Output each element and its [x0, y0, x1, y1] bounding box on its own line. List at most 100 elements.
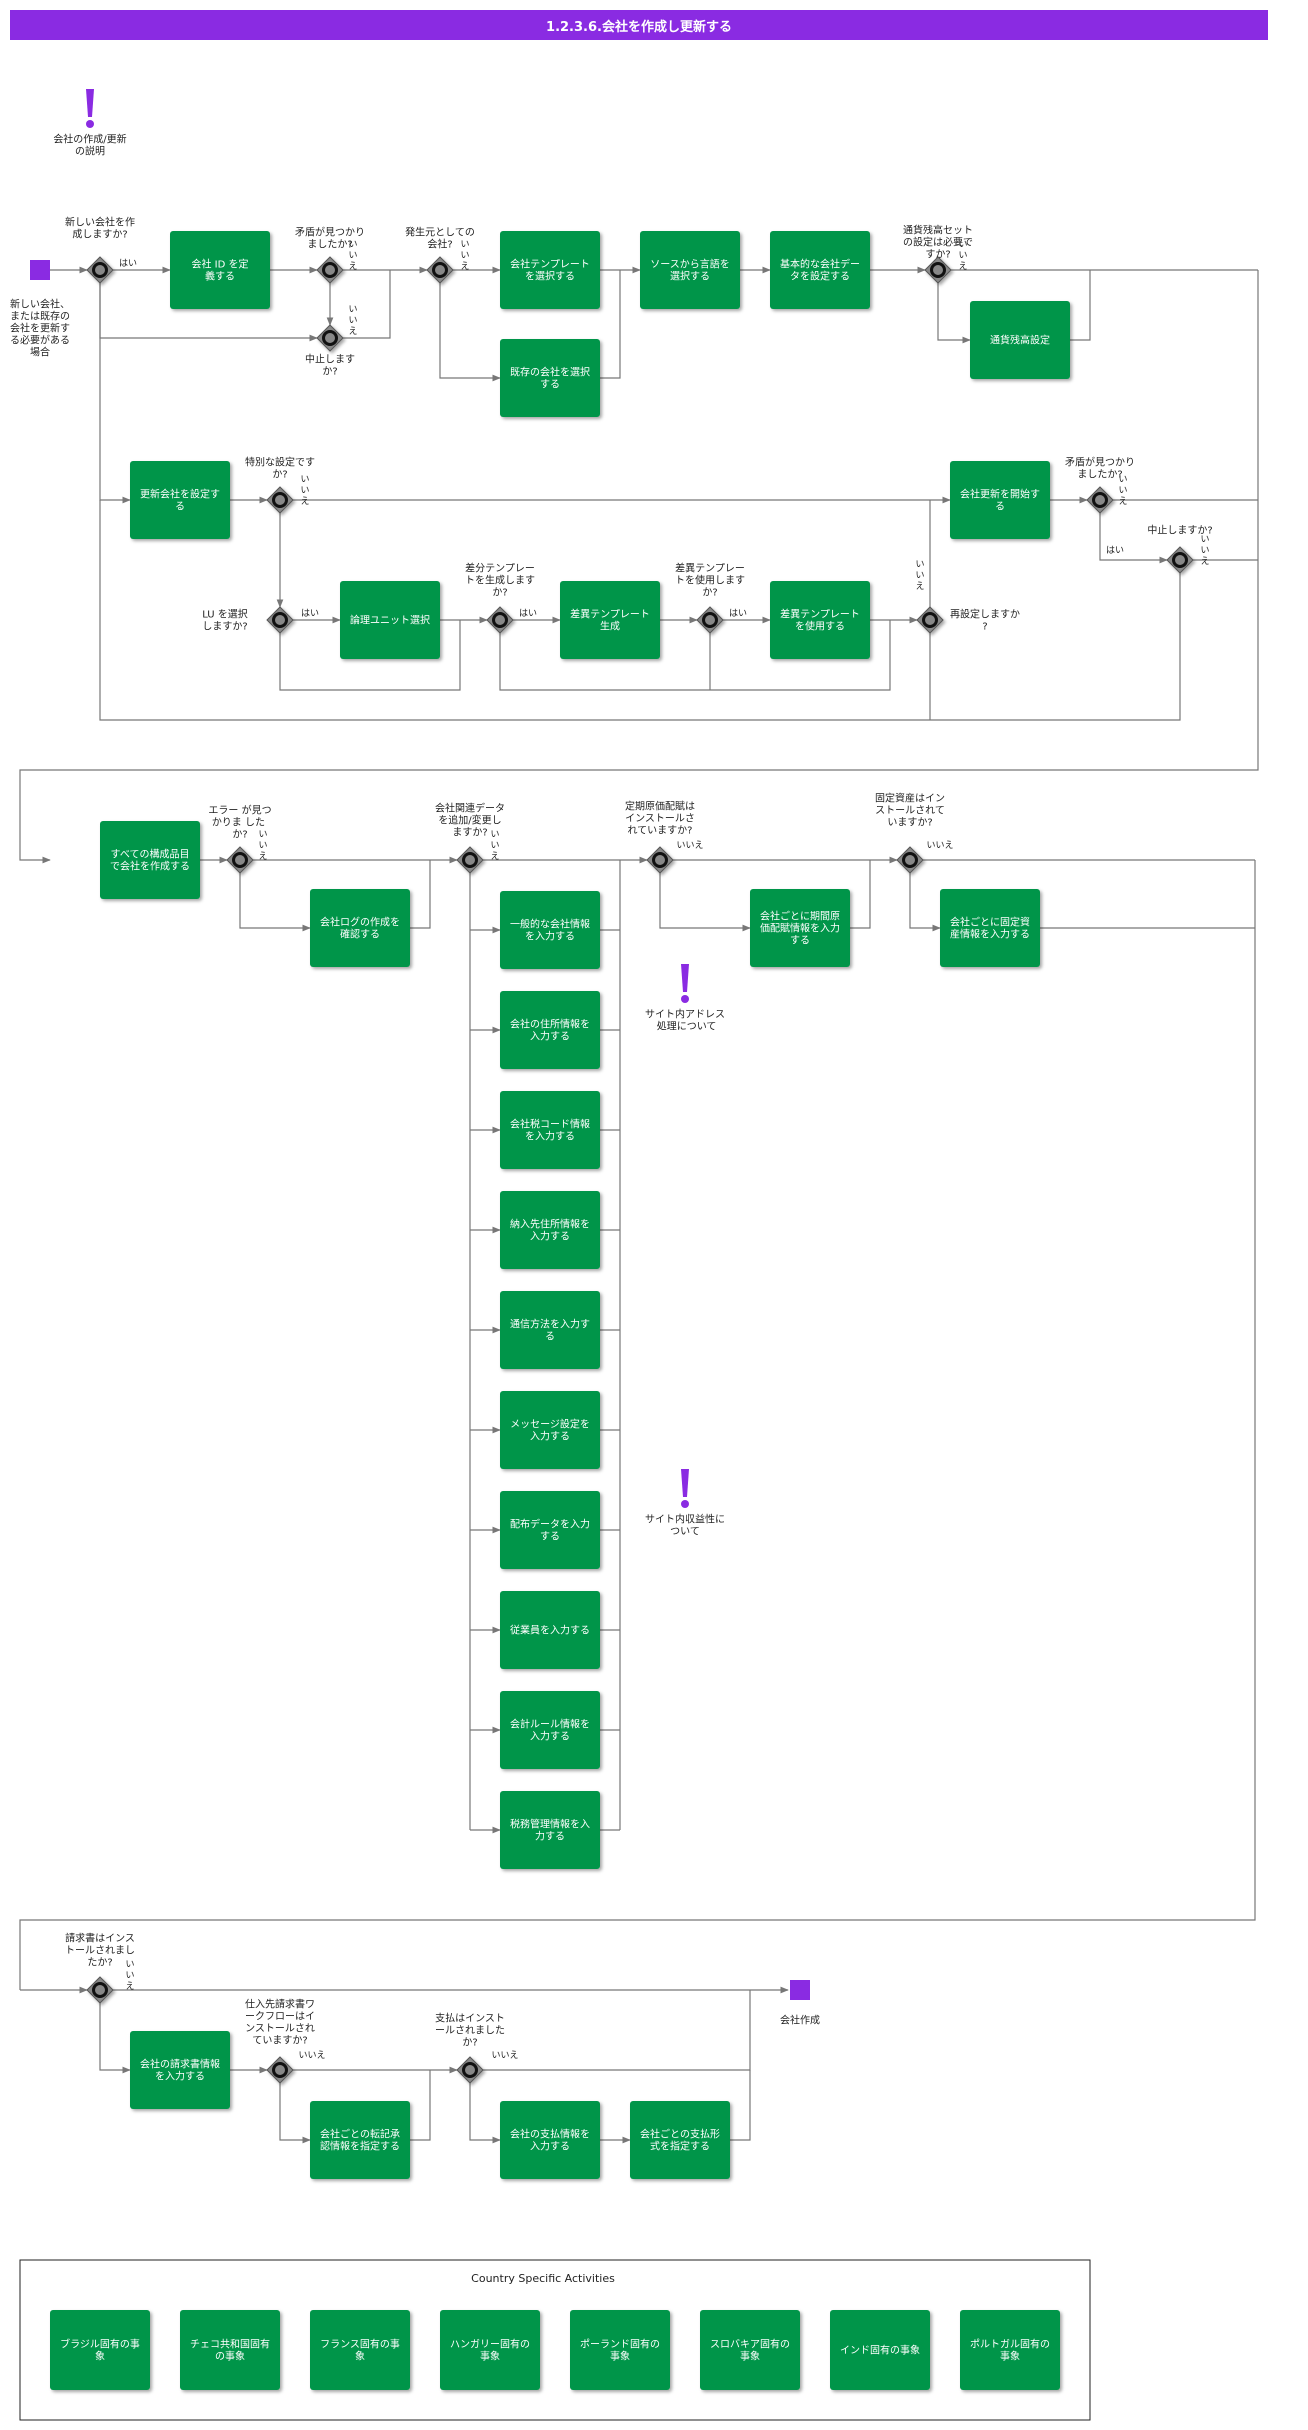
gateway-ring — [902, 852, 918, 868]
task-t_distribution[interactable]: 配布データを入力する — [500, 1491, 600, 1569]
task-t_acct_rules[interactable]: 会計ルール情報を入力する — [500, 1691, 600, 1769]
task-box[interactable] — [170, 231, 270, 309]
task-t_comm[interactable]: 通信方法を入力する — [500, 1291, 600, 1369]
gateway-label: 仕入先請求書ワークフローはインストールされていますか? — [245, 1998, 315, 2047]
task-t_address[interactable]: 会社の住所情報を入力する — [500, 991, 600, 1069]
task-box[interactable] — [640, 231, 740, 309]
task-box[interactable] — [700, 2310, 800, 2390]
task-box[interactable] — [500, 1691, 600, 1769]
task-box[interactable] — [180, 2310, 280, 2390]
task-box[interactable] — [500, 231, 600, 309]
task-t_define_id[interactable]: 会社 ID を定義する — [170, 231, 270, 309]
task-t_diff_use[interactable]: 差異テンプレートを使用する — [770, 581, 870, 659]
task-t_general[interactable]: 一般的な会社情報を入力する — [500, 891, 600, 969]
gateway-ring — [462, 852, 478, 868]
task-t_employee[interactable]: 従業員を入力する — [500, 1591, 600, 1669]
task-box[interactable] — [630, 2101, 730, 2179]
task-t_fixed_assets[interactable]: 会社ごとに固定資産情報を入力する — [940, 889, 1040, 967]
gateway-ring — [322, 330, 338, 346]
gateway-ring — [652, 852, 668, 868]
task-t_start_update[interactable]: 会社更新を開始する — [950, 461, 1050, 539]
task-box[interactable] — [500, 1491, 600, 1569]
gateway-diamond — [924, 256, 952, 284]
task-box[interactable] — [560, 581, 660, 659]
task-label: メッセージ設定を入力する — [510, 1418, 590, 1443]
country-task[interactable]: インド固有の事象 — [830, 2310, 930, 2390]
task-t_currency[interactable]: 通貨残高設定 — [970, 301, 1070, 379]
task-box[interactable] — [970, 301, 1070, 379]
country-task[interactable]: ブラジル固有の事象 — [50, 2310, 150, 2390]
task-t_check_log[interactable]: 会社ログの作成を確認する — [310, 889, 410, 967]
task-t_payment_format[interactable]: 会社ごとの支払形式を指定する — [630, 2101, 730, 2179]
task-t_create_all[interactable]: すべての構成品目で会社を作成する — [100, 821, 200, 899]
task-box[interactable] — [130, 2031, 230, 2109]
task-box[interactable] — [770, 581, 870, 659]
task-box[interactable] — [830, 2310, 930, 2390]
task-t_posting_proposal[interactable]: 会社ごとの転記承認情報を指定する — [310, 2101, 410, 2179]
exclamation-dot — [86, 120, 94, 128]
task-t_invoice[interactable]: 会社の請求書情報を入力する — [130, 2031, 230, 2109]
task-box[interactable] — [310, 889, 410, 967]
task-box[interactable] — [570, 2310, 670, 2390]
country-task[interactable]: ポーランド固有の事象 — [570, 2310, 670, 2390]
task-box[interactable] — [500, 1091, 600, 1169]
task-box[interactable] — [500, 1291, 600, 1369]
task-box[interactable] — [130, 461, 230, 539]
task-box[interactable] — [310, 2310, 410, 2390]
exclamation-icon — [681, 964, 689, 992]
task-box[interactable] — [340, 581, 440, 659]
task-box[interactable] — [500, 2101, 600, 2179]
event-square — [790, 1980, 810, 2000]
task-box[interactable] — [500, 1191, 600, 1269]
country-task[interactable]: チェコ共和国固有の事象 — [180, 2310, 280, 2390]
task-box[interactable] — [500, 1791, 600, 1869]
task-label: 論理ユニット選択 — [350, 614, 430, 627]
gateway-label: 請求書はインストールされましたか? — [65, 1932, 135, 1969]
task-box[interactable] — [950, 461, 1050, 539]
task-box[interactable] — [770, 231, 870, 309]
gateway-ring — [272, 612, 288, 628]
task-box[interactable] — [500, 1591, 600, 1669]
gateway-label: 会社関連データを追加/変更しますか? — [435, 802, 505, 839]
task-t_logical_unit[interactable]: 論理ユニット選択 — [340, 581, 440, 659]
flow-label: いいえ — [490, 830, 499, 862]
task-t_sel_template[interactable]: 会社テンプレートを選択する — [500, 231, 600, 309]
task-t_sel_existing[interactable]: 既存の会社を選択する — [500, 339, 600, 417]
gateway-ring — [272, 2062, 288, 2078]
task-box[interactable] — [310, 2101, 410, 2179]
task-label: 差異テンプレートを使用する — [780, 608, 860, 633]
task-t_tax_code[interactable]: 会社税コード情報を入力する — [500, 1091, 600, 1169]
task-box[interactable] — [100, 821, 200, 899]
task-box[interactable] — [440, 2310, 540, 2390]
task-box[interactable] — [750, 889, 850, 967]
task-box[interactable] — [50, 2310, 150, 2390]
task-label: 会社の住所情報を入力する — [510, 1018, 590, 1043]
task-t_update_company[interactable]: 更新会社を設定する — [130, 461, 230, 539]
task-box[interactable] — [500, 339, 600, 417]
task-box[interactable] — [500, 991, 600, 1069]
country-task[interactable]: フランス固有の事象 — [310, 2310, 410, 2390]
task-label: すべての構成品目で会社を作成する — [110, 848, 190, 873]
task-t_message[interactable]: メッセージ設定を入力する — [500, 1391, 600, 1469]
task-t_basic_data[interactable]: 基本的な会社データを設定する — [770, 231, 870, 309]
flow-label: いいえ — [460, 240, 469, 272]
task-box[interactable] — [500, 891, 600, 969]
exclamation-icon — [681, 1469, 689, 1497]
task-t_sel_language[interactable]: ソースから言語を選択する — [640, 231, 740, 309]
sequence-flow — [600, 270, 621, 379]
gateway-label: 差異テンプレートを使用しますか? — [675, 562, 745, 599]
country-task[interactable]: ポルトガル固有の事象 — [960, 2310, 1060, 2390]
task-box[interactable] — [960, 2310, 1060, 2390]
country-task[interactable]: スロバキア固有の事象 — [700, 2310, 800, 2390]
task-t_periodic_alloc[interactable]: 会社ごとに期間原価配賦情報を入力する — [750, 889, 850, 967]
task-t_diff_gen[interactable]: 差異テンプレート生成 — [560, 581, 660, 659]
flow-label: はい — [729, 608, 747, 619]
annotation-n2: サイト内アドレス 処理について — [645, 964, 725, 1033]
task-label: 納入先住所情報を入力する — [510, 1218, 590, 1243]
task-box[interactable] — [500, 1391, 600, 1469]
task-t_delivery[interactable]: 納入先住所情報を入力する — [500, 1191, 600, 1269]
task-box[interactable] — [940, 889, 1040, 967]
country-task[interactable]: ハンガリー固有の事象 — [440, 2310, 540, 2390]
task-t_tax_mgmt[interactable]: 税務管理情報を入力する — [500, 1791, 600, 1869]
task-t_payment_info[interactable]: 会社の支払情報を入力する — [500, 2101, 600, 2179]
